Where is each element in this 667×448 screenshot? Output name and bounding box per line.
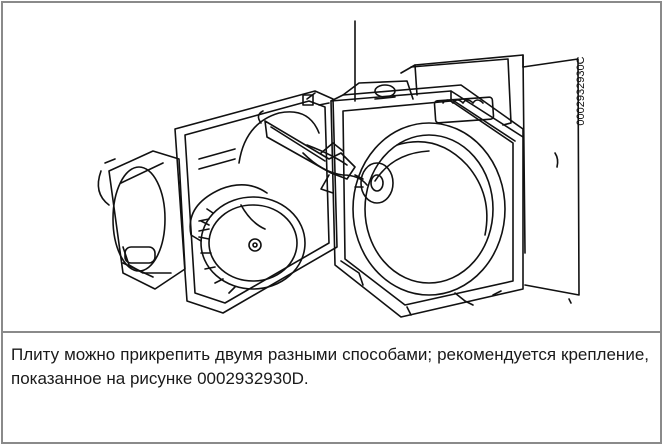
left-motor — [108, 150, 186, 290]
figure-code-text: 0002932930C — [575, 56, 587, 126]
diffuser-disc — [360, 162, 394, 204]
section-divider — [3, 331, 660, 333]
figure-caption: Плиту можно прикрепить двумя разными спо… — [11, 345, 649, 388]
back-panel-right — [522, 54, 526, 254]
burner-line-drawing — [97, 20, 580, 318]
adjust-knob — [374, 84, 396, 98]
document-frame: 0002932930C Плиту можно прикрепить двумя… — [1, 1, 662, 444]
motor-cylinder-face — [200, 196, 306, 290]
front-plate — [174, 90, 338, 314]
mounting-plate — [410, 58, 512, 126]
fan-inlet-ring — [352, 122, 506, 296]
appliance-body-outline — [522, 58, 580, 296]
burner-assembly-illustration: 0002932930C — [3, 3, 660, 331]
figure-code: 0002932930C — [511, 56, 651, 125]
back-panel-top — [400, 54, 524, 74]
burner-tube — [264, 120, 356, 180]
